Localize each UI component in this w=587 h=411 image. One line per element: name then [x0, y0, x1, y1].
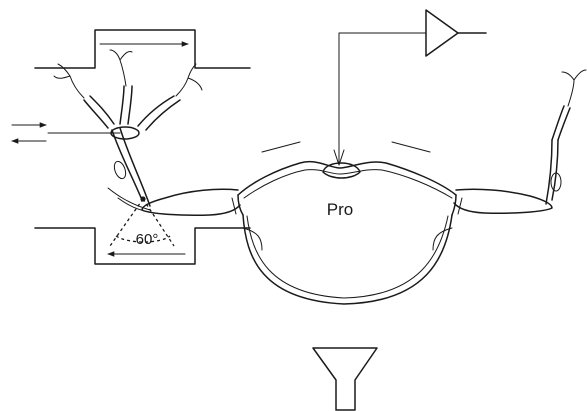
pivot-point — [140, 196, 145, 201]
amplifier-triangle — [426, 10, 458, 56]
left-coxa — [142, 189, 240, 215]
amplifier-lead — [334, 33, 426, 165]
angle-label: 60° — [136, 231, 159, 248]
stimulator-top-frame — [35, 30, 250, 68]
right-femur — [546, 140, 561, 204]
left-leg-position-a — [54, 64, 114, 128]
right-coxa — [454, 189, 552, 214]
left-leg-position-b — [110, 50, 132, 124]
segment-label: Pro — [327, 200, 353, 219]
left-leg-position-c — [138, 64, 202, 130]
right-leg-tarsus — [552, 70, 586, 140]
light-funnel — [313, 348, 377, 410]
left-femur — [112, 128, 150, 206]
prothorax-body — [238, 142, 456, 304]
